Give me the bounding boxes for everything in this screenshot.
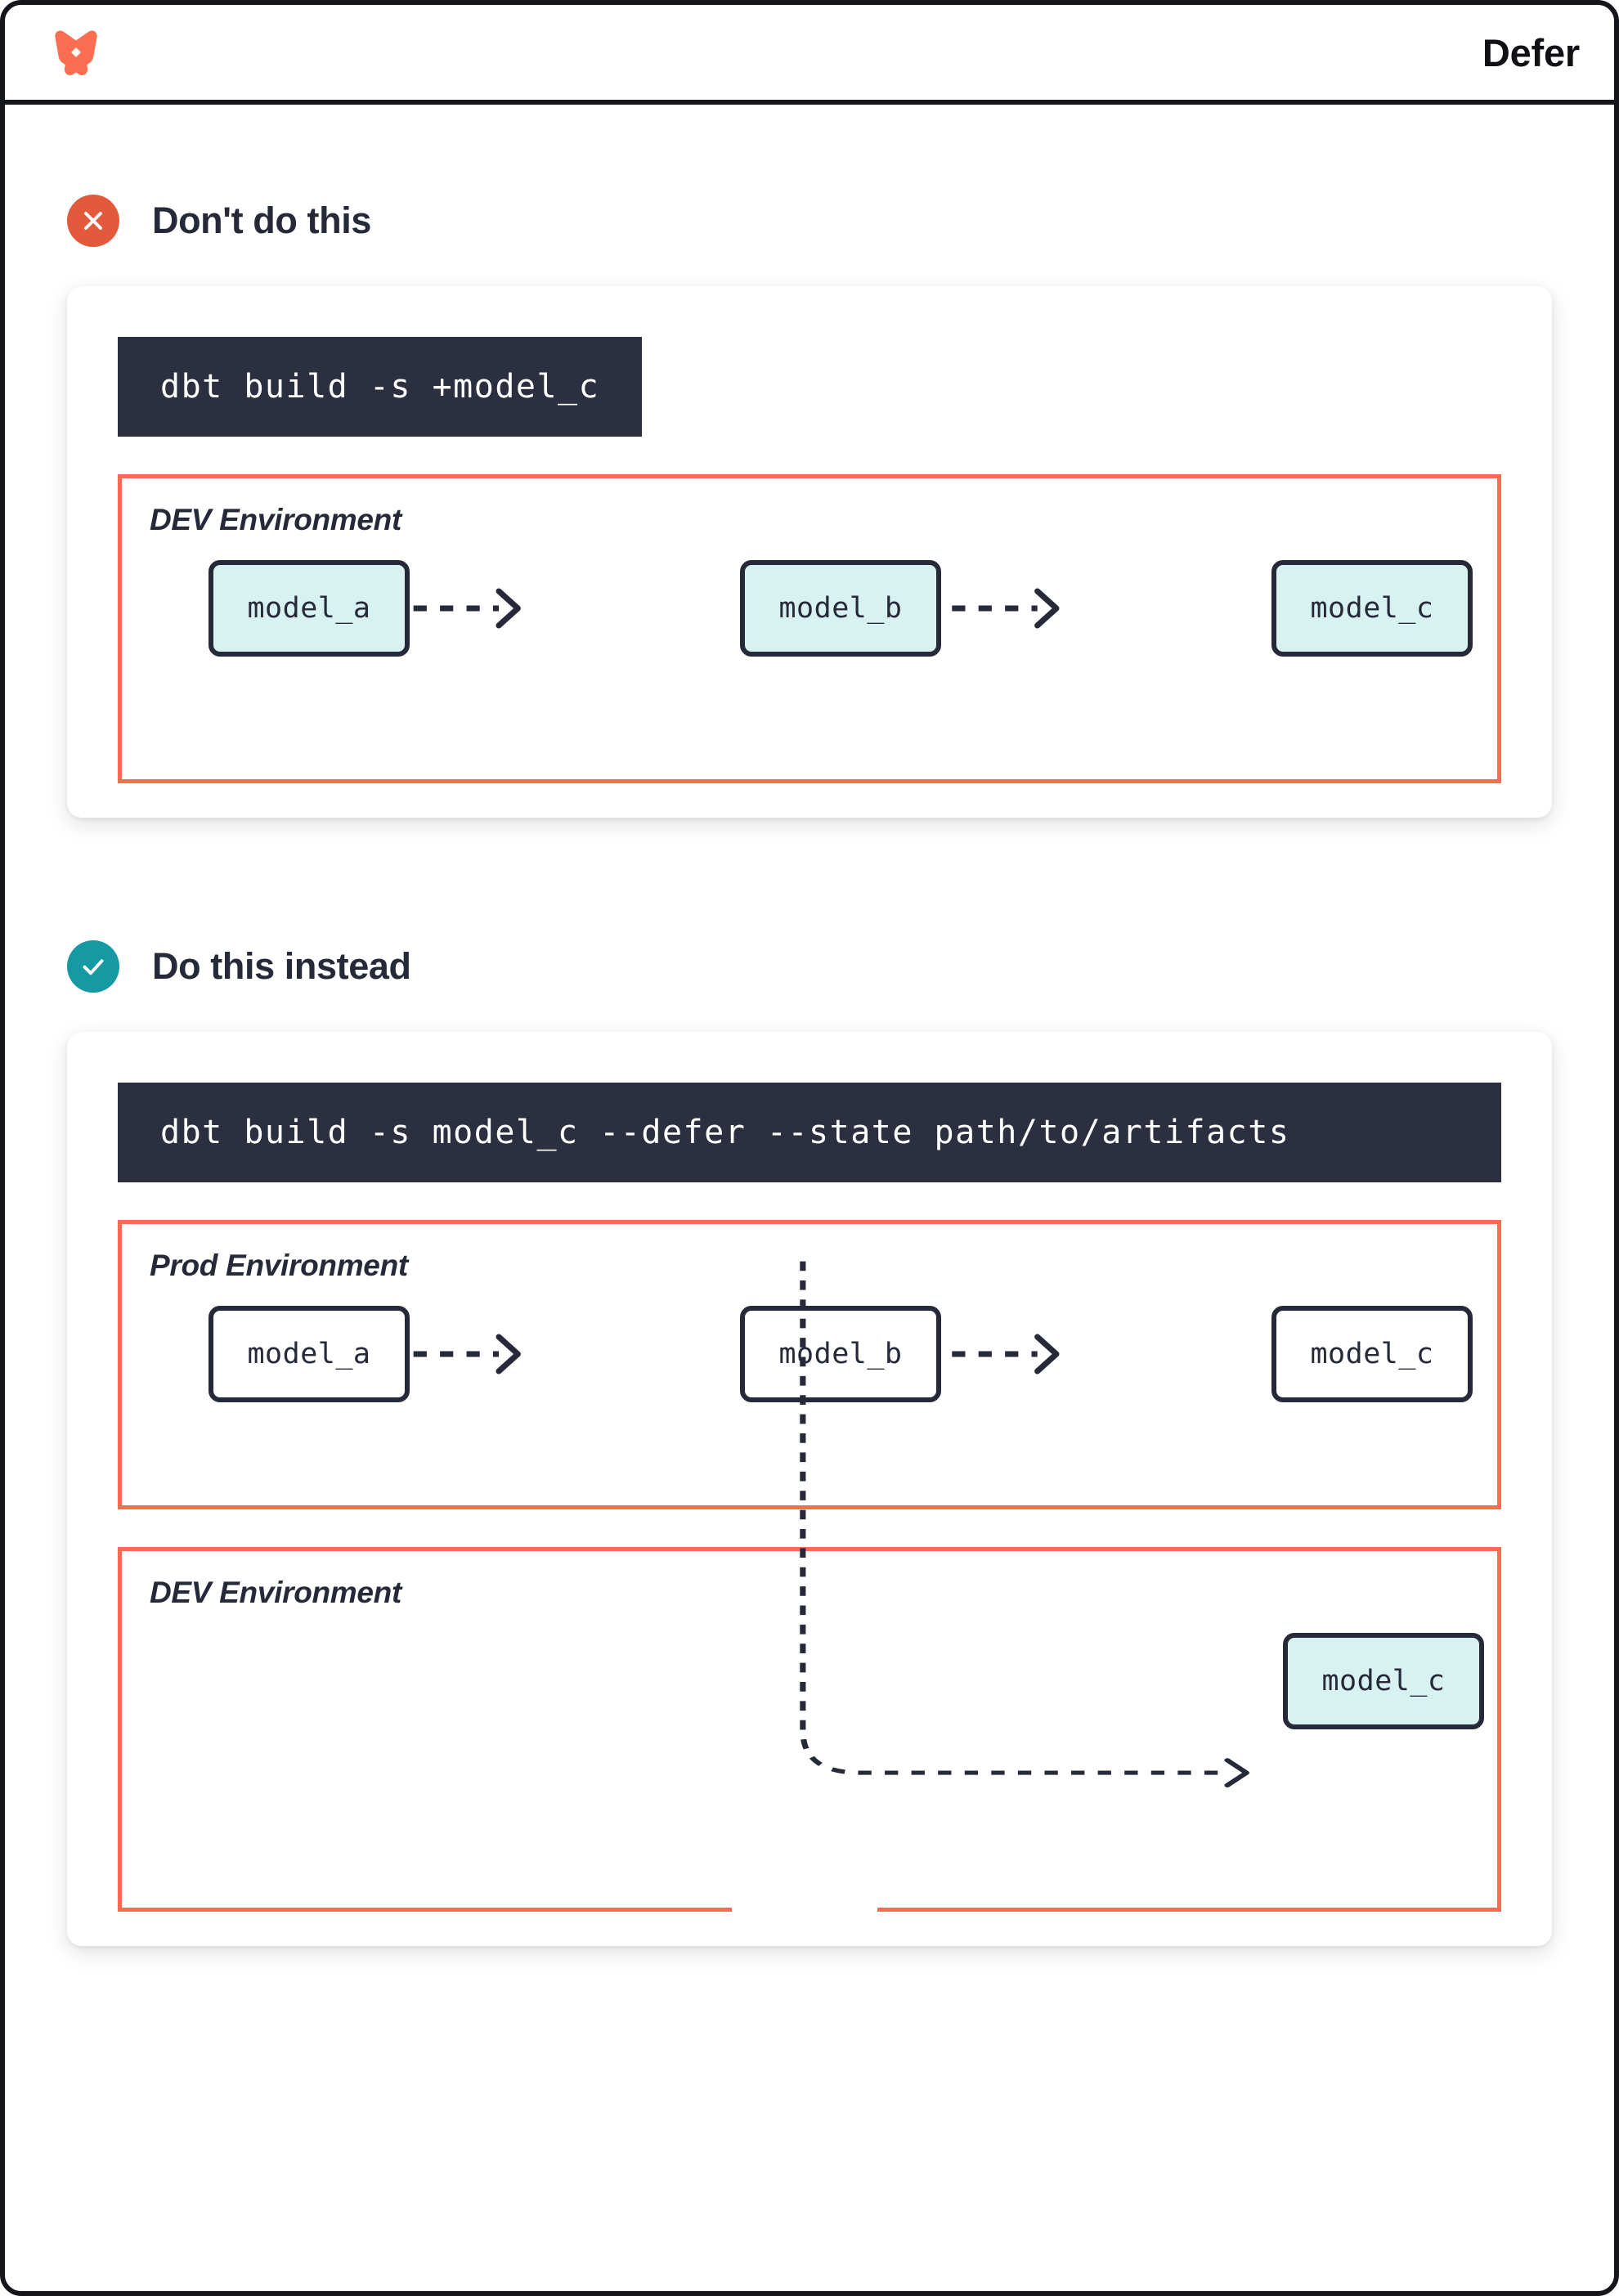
model-row-dont: model_a model_b model_c: [122, 560, 1497, 712]
card-do: dbt build -s model_c --defer --state pat…: [67, 1032, 1552, 1946]
dbt-logo-icon: [55, 30, 97, 76]
model-node-c-prod[interactable]: model_c: [1271, 1306, 1473, 1402]
env-label-dev-do: DEV Environment: [150, 1576, 401, 1609]
env-box-prod: Prod Environment model_a model_b model_c: [118, 1220, 1501, 1509]
env-label-dev-dont: DEV Environment: [150, 503, 401, 536]
env-bottom-spacer-dev-do: [122, 1785, 1497, 1908]
border-gap-dev: [732, 1903, 877, 1916]
model-row-prod: model_a model_b model_c: [122, 1306, 1497, 1458]
page-header: Defer: [5, 5, 1614, 105]
command-dont: dbt build -s +model_c: [118, 337, 643, 437]
page-body: Don't do this dbt build -s +model_c DEV …: [5, 105, 1614, 2291]
model-node-b-dont[interactable]: model_b: [740, 560, 941, 657]
model-node-a-prod[interactable]: model_a: [209, 1306, 410, 1402]
section-header-do: Do this instead: [67, 940, 1552, 993]
section-header-dont: Don't do this: [67, 195, 1552, 247]
model-node-b-prod[interactable]: model_b: [740, 1306, 941, 1402]
model-node-a-dont[interactable]: model_a: [209, 560, 410, 657]
env-label-prod: Prod Environment: [150, 1249, 408, 1282]
env-bottom-spacer-prod: [122, 1458, 1497, 1505]
model-node-c-dev[interactable]: model_c: [1283, 1633, 1484, 1729]
border-gap-prod: [732, 1854, 877, 1867]
model-row-dev-do: model_c: [122, 1633, 1497, 1785]
page-title: Defer: [1482, 30, 1580, 74]
command-do: dbt build -s model_c --defer --state pat…: [118, 1083, 1501, 1182]
env-box-dev-dont: DEV Environment model_a model_b model_c: [118, 474, 1501, 783]
model-node-c-dont[interactable]: model_c: [1271, 560, 1473, 657]
check-circle-icon: [67, 940, 119, 993]
section-title-dont: Don't do this: [152, 200, 371, 241]
x-circle-icon: [67, 195, 119, 247]
card-dont: dbt build -s +model_c DEV Environment mo…: [67, 286, 1552, 818]
section-title-do: Do this instead: [152, 945, 411, 987]
env-bottom-spacer-dont: [122, 712, 1497, 779]
